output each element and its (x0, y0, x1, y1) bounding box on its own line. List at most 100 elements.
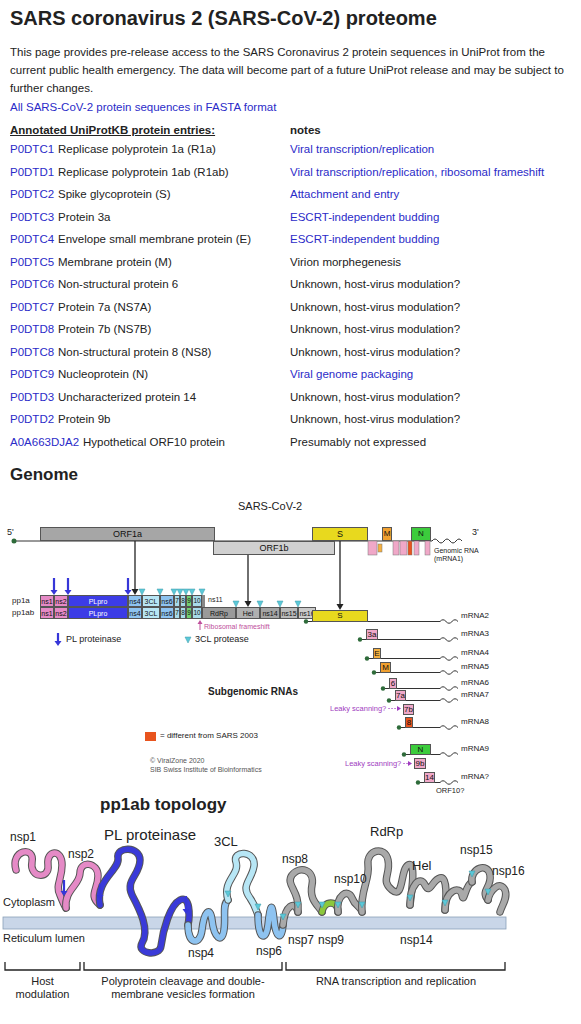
pl-cleavage-arrow (57, 633, 59, 642)
polyprotein-segment: 3CL (142, 595, 160, 607)
table-cell: P0DTC9 (10, 368, 54, 382)
3cl-cleavage-site (359, 902, 365, 908)
table-cell: Spike glycoprotein (S) (58, 188, 171, 202)
text-label: mRNA4 (461, 648, 489, 658)
polyprotein-segment: ns15 (280, 607, 298, 619)
box-label: 3CL (145, 598, 158, 605)
protein-outline (66, 864, 100, 908)
text-label: Polyprotein cleavage and double-membrane… (84, 975, 282, 1001)
table-cell: A0A663DJA2 (10, 436, 79, 450)
text-label: pp1ab (12, 608, 34, 618)
polya-tail (440, 687, 458, 691)
text-label: Subgenomic RNAs (208, 686, 298, 698)
polya-tail (440, 671, 458, 675)
pl-cleavage-arrow (99, 884, 101, 896)
box-label: 9 (187, 598, 191, 605)
text-label: RdRp (370, 824, 403, 840)
text-label: Annotated UniProtKB protein entries: (10, 124, 215, 138)
polyprotein-segment: PLpro (68, 607, 128, 619)
protein-chain (290, 870, 322, 912)
text-label: ORF10? (436, 786, 464, 795)
polya-tail (440, 753, 458, 757)
subgenomic-orf-box: 8 (405, 717, 413, 728)
box-label: ns2 (55, 598, 66, 605)
3cl-cleavage-site (442, 900, 448, 906)
protein-chain (227, 853, 258, 915)
box-label: 8 (407, 719, 411, 727)
pl-cleavage-arrow (185, 896, 187, 910)
text-label: mRNA3 (461, 629, 489, 639)
subgenomic-orf-box: 14 (424, 772, 435, 783)
box-label: 3CL (145, 610, 158, 617)
text-label: RNA transcription and replication (286, 975, 506, 988)
table-cell: P0DTD2 (10, 413, 54, 427)
box-label: 9b (416, 760, 425, 768)
orf-8 (408, 541, 412, 555)
orf-6 (393, 541, 399, 555)
table-cell: Hypothetical ORF10 protein (83, 436, 225, 450)
connector-line (339, 541, 340, 605)
protein-outline (258, 907, 283, 936)
protein-outline (362, 851, 413, 912)
text-label: nsp4 (188, 946, 214, 960)
text-label: pp1ab topology (100, 795, 227, 815)
protein-chain (99, 849, 189, 953)
box-label: M (384, 530, 391, 538)
polya-tail (440, 781, 458, 785)
subgenomic-orf-box: 6 (389, 678, 397, 689)
table-cell: ESCRT-independent budding (290, 233, 439, 247)
text-label: mRNA9 (461, 744, 489, 754)
table-cell: Nucleoprotein (N) (58, 368, 148, 382)
orf-box: S (312, 527, 368, 541)
polyprotein-segment: Hel (236, 607, 260, 619)
polyprotein-segment: ns4 (128, 607, 142, 619)
table-cell: P0DTD3 (10, 391, 54, 405)
bracket (5, 962, 80, 970)
subgenomic-orf-box: 7a (395, 690, 406, 701)
legend-text: PL proteinase (66, 634, 121, 645)
table-cell: P0DTC1 (10, 143, 54, 157)
polya-tail (440, 657, 458, 661)
protein-chain (410, 878, 446, 910)
box-label: ns4 (129, 610, 140, 617)
box-label: ns6 (161, 610, 172, 617)
table-cell: Unknown, host-virus modulation? (290, 413, 460, 427)
orf-box: ORF1a (40, 527, 215, 541)
text-label: nsp9 (318, 933, 344, 947)
bracket (286, 962, 505, 970)
box-label: ns1 (41, 610, 52, 617)
box-label: ns14 (262, 610, 277, 617)
box-label: 7b (404, 706, 413, 714)
text-label: mRNA2 (461, 611, 489, 621)
page-title: SARS coronavirus 2 (SARS-CoV-2) proteome (10, 6, 437, 30)
text-label: mRNA? (461, 772, 489, 782)
3cl-cleavage-site (469, 871, 475, 877)
text-label: nsp16 (492, 864, 525, 878)
polya-tail (432, 539, 462, 543)
box-label: 8 (181, 610, 185, 617)
pl-cleavage-head (61, 891, 68, 896)
protein-outline (227, 853, 258, 915)
text-label: Genomic RNA (mRNA1) (434, 547, 486, 564)
polyprotein-segment: ns2 (54, 595, 68, 607)
text-label: nsp6 (256, 944, 282, 958)
text-label: nsp15 (460, 843, 493, 857)
protein-chain (258, 907, 283, 936)
3cl-cleavage-site (407, 895, 413, 901)
orf-14 (425, 541, 430, 555)
text-label: Leaky scanning? (330, 704, 386, 713)
pl-cleavage-head (97, 895, 104, 900)
table-cell: Unknown, host-virus modulation? (290, 301, 460, 315)
box-label: 7 (175, 598, 179, 605)
text-label: nsp14 (400, 933, 433, 947)
leaky-head (408, 761, 412, 766)
protein-outline (188, 900, 228, 941)
legend-text: 3CL protease (195, 634, 249, 645)
protein-chain (362, 851, 413, 912)
box-label: ORF1b (259, 544, 288, 553)
legend-text: = different from SARS 2003 (160, 731, 258, 741)
table-cell: P0DTC2 (10, 188, 54, 202)
table-cell: Non-structural protein 8 (NS8) (58, 346, 211, 360)
box-label: 7 (175, 610, 179, 617)
polya-tail (440, 726, 458, 730)
